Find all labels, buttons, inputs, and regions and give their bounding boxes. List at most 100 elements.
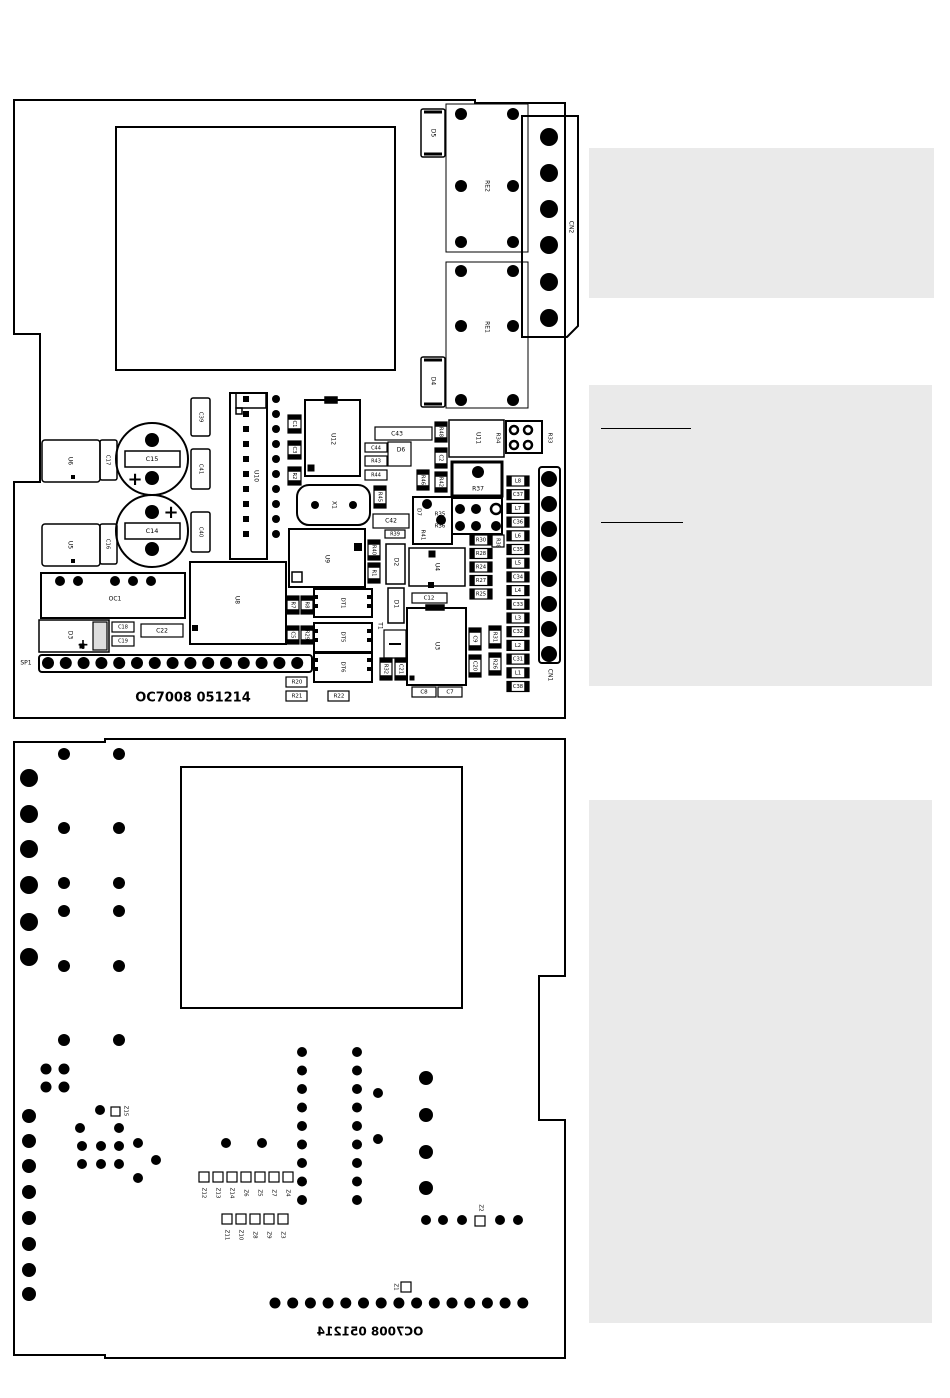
pad bbox=[58, 1063, 70, 1075]
z-pad-z5 bbox=[254, 1171, 266, 1183]
smd-c33 bbox=[506, 598, 530, 610]
part-label-z15: Z15 bbox=[123, 1106, 129, 1117]
u10-pin bbox=[297, 1084, 307, 1094]
part-label-dt1: DT1 bbox=[340, 597, 346, 608]
r38-outline bbox=[491, 534, 505, 548]
cn-pin bbox=[22, 1134, 36, 1148]
smd-pad bbox=[507, 489, 512, 500]
c19-outline bbox=[111, 635, 135, 647]
part-label-dt6: DT6 bbox=[340, 661, 346, 673]
smd-c5 bbox=[286, 625, 300, 645]
oc1-pin bbox=[55, 576, 65, 586]
pad bbox=[373, 1088, 383, 1098]
smd-pad bbox=[470, 548, 475, 559]
c14-outline bbox=[115, 494, 189, 568]
u8-pin1 bbox=[192, 625, 198, 631]
smd-pad bbox=[487, 589, 492, 599]
u10-pin bbox=[352, 1139, 362, 1150]
part-label-z13: Z13 bbox=[215, 1188, 221, 1199]
dt-pin bbox=[367, 629, 371, 633]
u10-pin bbox=[272, 440, 280, 448]
c43-outline bbox=[374, 426, 433, 441]
part-label-r30: R30 bbox=[476, 538, 486, 544]
smd-pad bbox=[524, 476, 529, 486]
d5-outline bbox=[420, 108, 446, 158]
relay-pin bbox=[507, 108, 519, 120]
part-label-c44: C44 bbox=[371, 446, 381, 452]
smd-pad bbox=[470, 589, 475, 599]
pad bbox=[513, 1215, 523, 1225]
cn2-outline bbox=[521, 115, 579, 338]
relay-pin bbox=[58, 1034, 70, 1046]
cn1-pin bbox=[541, 621, 557, 637]
smd-pad bbox=[301, 626, 313, 631]
sp1-pin bbox=[446, 1297, 458, 1309]
smd-pad bbox=[524, 585, 529, 596]
part-label-r31: R31 bbox=[492, 632, 498, 642]
smd-r28 bbox=[469, 547, 493, 560]
part-label-c39: C39 bbox=[198, 412, 204, 423]
part-label-l4: L4 bbox=[515, 588, 522, 594]
cn2-pin bbox=[540, 309, 558, 327]
u10-pin bbox=[243, 501, 249, 507]
dt-pin bbox=[314, 638, 318, 642]
cn1-pin bbox=[541, 571, 557, 587]
underline-1 bbox=[601, 428, 691, 429]
smd-pad bbox=[507, 503, 512, 514]
part-label-z14: Z14 bbox=[229, 1188, 235, 1199]
smd-pad bbox=[507, 517, 512, 527]
smd-l3 bbox=[506, 612, 530, 624]
smd-c21 bbox=[394, 657, 408, 681]
jumper-pin bbox=[522, 424, 534, 436]
smd-pad bbox=[368, 578, 380, 583]
u10-pin bbox=[243, 471, 249, 477]
part-label-oc1: OC1 bbox=[109, 596, 122, 603]
u10-pin bbox=[243, 441, 249, 447]
smd-pad bbox=[288, 415, 301, 420]
pad bbox=[40, 1081, 52, 1093]
part-label-u6: U6 bbox=[67, 457, 74, 465]
u10-pin bbox=[272, 410, 280, 418]
smd-pad bbox=[287, 626, 299, 631]
u10-pin bbox=[352, 1065, 362, 1076]
cn1-outline bbox=[538, 466, 561, 664]
polarity-plus-mark: + bbox=[127, 469, 142, 490]
d7-block bbox=[412, 496, 453, 545]
part-label-r41: R41 bbox=[420, 530, 426, 541]
u10-pin bbox=[297, 1065, 307, 1076]
smd-pad bbox=[301, 609, 313, 614]
cn1-pin bbox=[541, 546, 557, 562]
c15-body bbox=[124, 450, 181, 468]
pad-large bbox=[419, 1108, 433, 1122]
part-label-c1: C1 bbox=[291, 421, 297, 428]
cn1-pin bbox=[541, 646, 557, 662]
smd-pad bbox=[524, 572, 529, 582]
pad bbox=[75, 1123, 85, 1133]
part-label-r45: R45 bbox=[377, 492, 383, 502]
oc1-pin bbox=[73, 576, 83, 586]
u4-outline bbox=[408, 547, 466, 587]
c22-outline bbox=[140, 623, 184, 638]
pad bbox=[77, 1141, 87, 1151]
relay-re2 bbox=[445, 103, 529, 253]
smd-r31 bbox=[488, 625, 502, 649]
u10-pin bbox=[272, 515, 280, 523]
oc1-pin bbox=[128, 576, 138, 586]
pad bbox=[40, 1063, 52, 1075]
oc1-pin bbox=[110, 576, 120, 586]
relay-pin bbox=[507, 236, 519, 248]
u10-pin bbox=[272, 470, 280, 478]
pad-large bbox=[419, 1071, 433, 1085]
pad bbox=[457, 1215, 467, 1225]
smd-pad bbox=[470, 562, 475, 572]
z-pad-z8 bbox=[249, 1213, 261, 1225]
relay-pin bbox=[507, 180, 519, 192]
z-pad-z7 bbox=[268, 1171, 280, 1183]
part-label-r28: R28 bbox=[476, 551, 486, 557]
u10-pin bbox=[297, 1176, 307, 1187]
u10-pin bbox=[243, 516, 249, 522]
sp1-outline bbox=[38, 654, 313, 673]
sp1-pin bbox=[202, 657, 215, 669]
part-label-c12: C12 bbox=[424, 596, 435, 602]
